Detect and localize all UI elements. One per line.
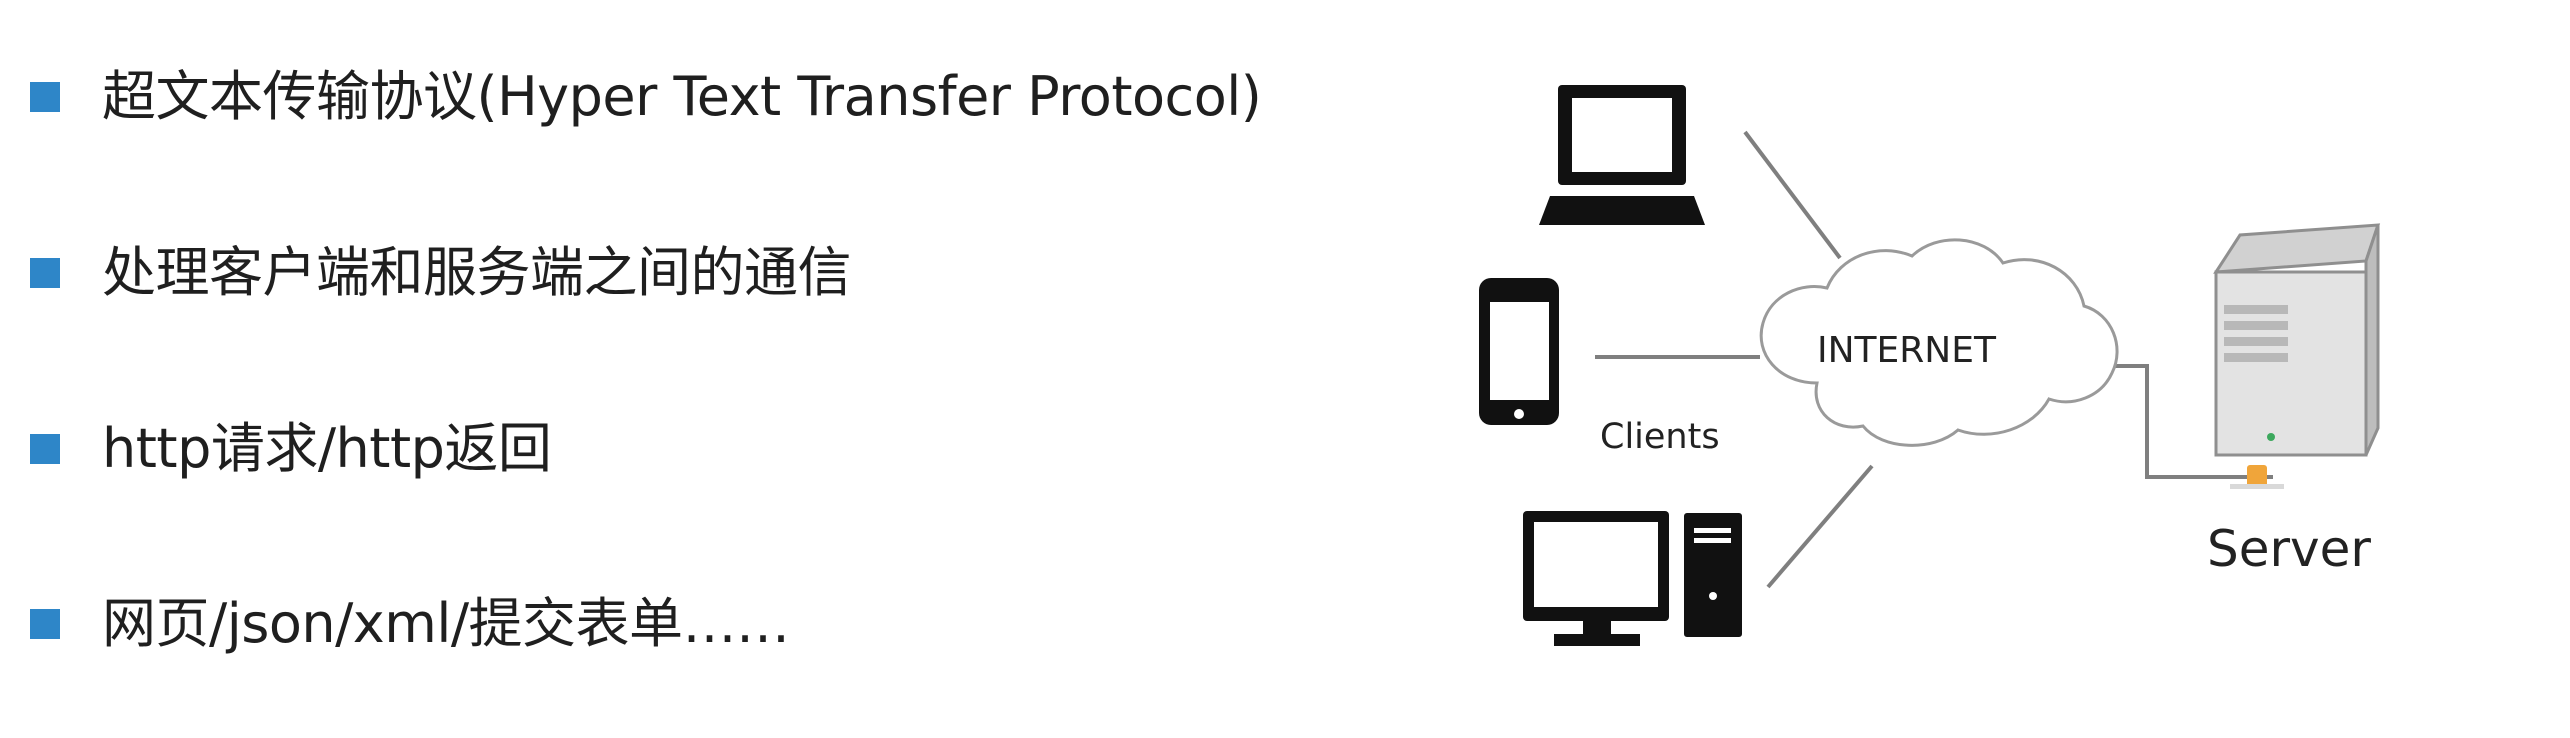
- bullet-list: 超文本传输协议(Hyper Text Transfer Protocol) 处理…: [30, 0, 1430, 738]
- bullet-text: 超文本传输协议(Hyper Text Transfer Protocol): [102, 65, 1262, 128]
- bullet-item-communication: 处理客户端和服务端之间的通信: [30, 228, 852, 318]
- clients-label: Clients: [1600, 417, 1720, 457]
- bullet-text: 网页/json/xml/提交表单……: [102, 592, 790, 655]
- phone-icon: [1479, 278, 1559, 425]
- bullet-text: http请求/http返回: [102, 417, 552, 480]
- bullet-item-protocol: 超文本传输协议(Hyper Text Transfer Protocol): [30, 52, 1262, 142]
- bullet-text: 处理客户端和服务端之间的通信: [102, 241, 852, 304]
- internet-to-server-line: [2080, 364, 2273, 479]
- bullet-square-icon: [30, 82, 60, 112]
- server-icon: [2213, 223, 2381, 489]
- tower-icon: [1684, 513, 1742, 637]
- server-label: Server: [2207, 520, 2371, 578]
- bullet-square-icon: [30, 609, 60, 639]
- internet-label: INTERNET: [1817, 330, 1996, 371]
- laptop-to-internet-line: [1743, 130, 1842, 260]
- bullet-square-icon: [30, 434, 60, 464]
- bullet-item-request-response: http请求/http返回: [30, 404, 552, 494]
- desktop-icon: [1523, 511, 1669, 646]
- laptop-icon: [1539, 85, 1705, 225]
- desktop-to-internet-line: [1766, 464, 1874, 589]
- bullet-item-content-types: 网页/json/xml/提交表单……: [30, 579, 790, 669]
- bullet-square-icon: [30, 258, 60, 288]
